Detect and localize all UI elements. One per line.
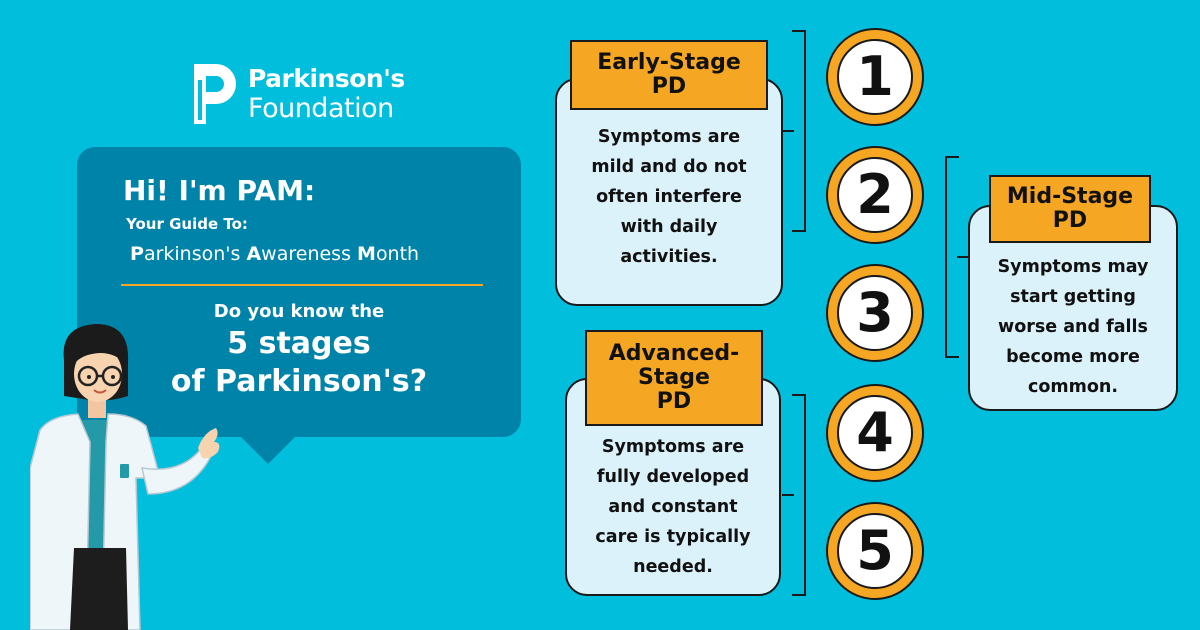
a-rest: wareness: [261, 243, 358, 265]
mid-text-line: become more: [1006, 347, 1140, 367]
early-text-line: mild and do not: [591, 157, 747, 177]
a-initial: A: [246, 243, 262, 265]
early-stage-bracket: [792, 30, 806, 232]
mid-stage-label: Mid-Stage PD: [989, 175, 1151, 243]
early-text-line: with daily: [620, 217, 718, 237]
mid-bracket-tick: [957, 256, 969, 258]
early-label-line1: Early-Stage: [597, 50, 741, 75]
stage-5-number: 5: [856, 519, 894, 582]
logo-text-parkinsons: Parkinson's: [248, 64, 405, 93]
advanced-bracket-tick: [782, 494, 794, 496]
p-initial: P: [130, 243, 144, 265]
early-text-line: often interfere: [596, 187, 742, 207]
m-initial: M: [357, 243, 376, 265]
p-rest: arkinson's: [143, 243, 247, 265]
stage-5-circle: 5: [826, 502, 924, 600]
advanced-text-line: fully developed: [596, 467, 750, 487]
logo-mark-icon: [194, 64, 236, 124]
advanced-text-line: care is typically: [595, 527, 751, 547]
mid-text-line: worse and falls: [998, 317, 1148, 337]
bubble-divider: [121, 284, 483, 286]
speech-bubble-tail: [240, 436, 296, 464]
mid-stage-bracket: [945, 156, 959, 358]
mid-label-line2: PD: [1052, 208, 1088, 233]
m-rest: onth: [375, 243, 420, 265]
stage-2-number: 2: [856, 163, 894, 226]
logo-text-foundation: Foundation: [248, 93, 394, 124]
advanced-stage-label: Advanced- Stage PD: [585, 330, 763, 426]
parkinsons-foundation-logo: Parkinson's Foundation: [190, 62, 410, 128]
mid-stage-description: Symptoms may start getting worse and fal…: [968, 252, 1178, 402]
early-text-line: activities.: [620, 247, 718, 267]
stage-3-number: 3: [856, 281, 894, 344]
greeting-heading: Hi! I'm PAM:: [123, 174, 316, 207]
stage-4-number: 4: [856, 401, 894, 464]
advanced-text-line: needed.: [633, 557, 713, 577]
early-stage-box: [555, 78, 783, 306]
question-line-3: of Parkinson's?: [170, 364, 428, 399]
speech-bubble: [77, 147, 521, 437]
stage-4-circle: 4: [826, 384, 924, 482]
stage-2-circle: 2: [826, 146, 924, 244]
mid-text-line: start getting: [1010, 287, 1136, 307]
stage-3-circle: 3: [826, 264, 924, 362]
advanced-stage-description: Symptoms are fully developed and constan…: [565, 432, 781, 582]
question-line-1: Do you know the: [213, 301, 385, 322]
early-bracket-tick: [782, 130, 794, 132]
early-text-line: Symptoms are: [597, 127, 741, 147]
stage-1-number: 1: [856, 45, 894, 108]
mid-label-line1: Mid-Stage: [1006, 184, 1134, 209]
early-stage-description: Symptoms are mild and do not often inter…: [555, 122, 783, 272]
mid-text-line: Symptoms may: [997, 257, 1149, 277]
mid-text-line: common.: [1028, 377, 1118, 397]
question-line-2: 5 stages: [227, 326, 371, 361]
advanced-label-line1: Advanced-: [608, 341, 740, 366]
pam-character-illustration: [30, 324, 220, 630]
awareness-month-title: Parkinson's Awareness Month: [130, 243, 419, 265]
advanced-text-line: and constant: [608, 497, 738, 517]
advanced-stage-bracket: [792, 394, 806, 596]
advanced-label-line3: PD: [656, 389, 692, 414]
early-label-line2: PD: [651, 74, 687, 99]
advanced-label-line2: Stage: [638, 365, 710, 390]
stage-1-circle: 1: [826, 28, 924, 126]
advanced-text-line: Symptoms are: [601, 437, 745, 457]
early-stage-label: Early-Stage PD: [570, 40, 768, 110]
guide-subheading: Your Guide To:: [126, 215, 248, 233]
